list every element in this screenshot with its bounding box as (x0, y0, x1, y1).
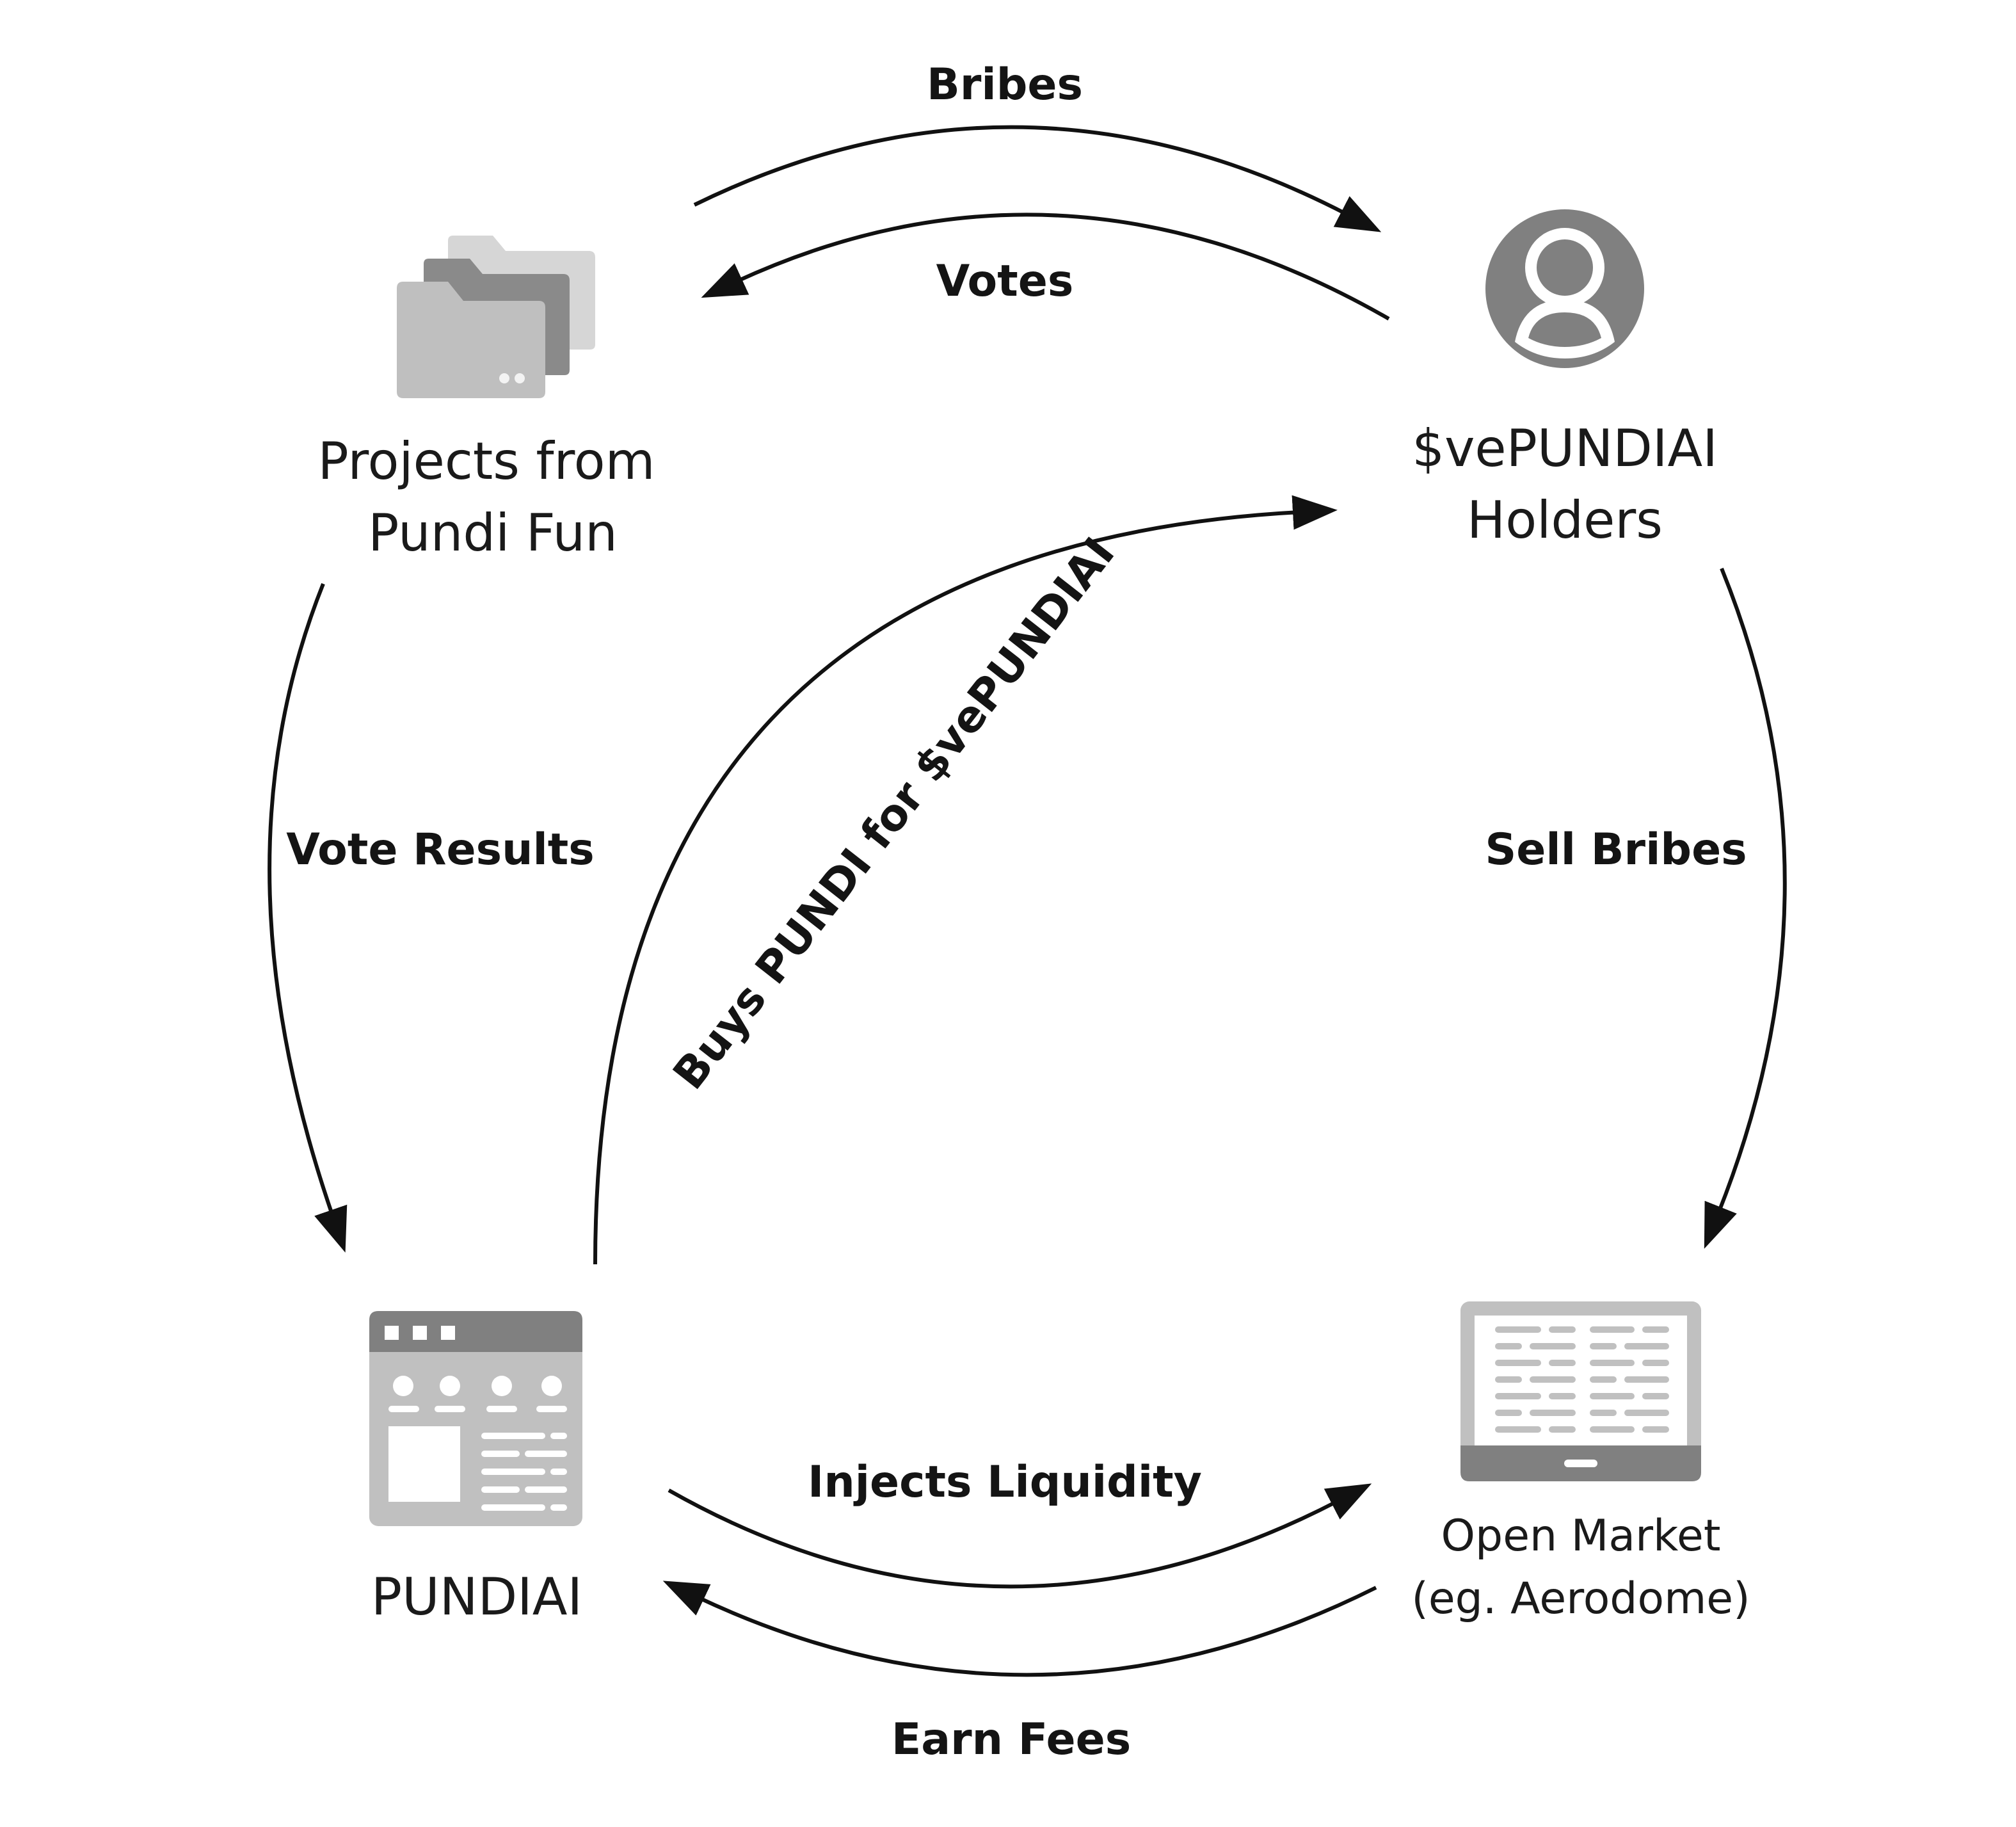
votes-label: Votes (936, 256, 1074, 307)
earn-fees-arrow (662, 1581, 1377, 1677)
laptop-icon (1460, 1301, 1701, 1481)
earn-fees-label: Earn Fees (892, 1714, 1131, 1765)
buys-pundi-label: Buys PUNDI for $vePUNDIAI (664, 529, 1124, 1099)
buys-pundi-arrow (593, 495, 1338, 1265)
market-label-line2: (eg. Aerodome) (1411, 1573, 1750, 1624)
folders-icon (397, 236, 595, 398)
market-label-line1: Open Market (1441, 1511, 1721, 1561)
sell-bribes-label: Sell Bribes (1485, 825, 1747, 875)
vote-results-label: Vote Results (286, 825, 595, 875)
injects-liquidity-arrow (668, 1483, 1372, 1589)
injects-liquidity-label: Injects Liquidity (808, 1457, 1202, 1508)
user-icon (1485, 209, 1644, 368)
bribes-label: Bribes (927, 60, 1083, 110)
holders-label-line1: $vePUNDIAI (1412, 419, 1718, 478)
holders-label-line2: Holders (1467, 490, 1663, 550)
bribes-arrow (693, 125, 1382, 232)
votes-arrow (701, 213, 1390, 321)
dashboard-window-icon (369, 1311, 582, 1526)
projects-label-line1: Projects from (318, 431, 655, 491)
pundiai-label: PUNDIAI (371, 1567, 582, 1627)
projects-label-line2: Pundi Fun (368, 503, 618, 563)
sell-bribes-arrow (1704, 567, 1787, 1249)
vote-results-arrow (268, 583, 348, 1253)
